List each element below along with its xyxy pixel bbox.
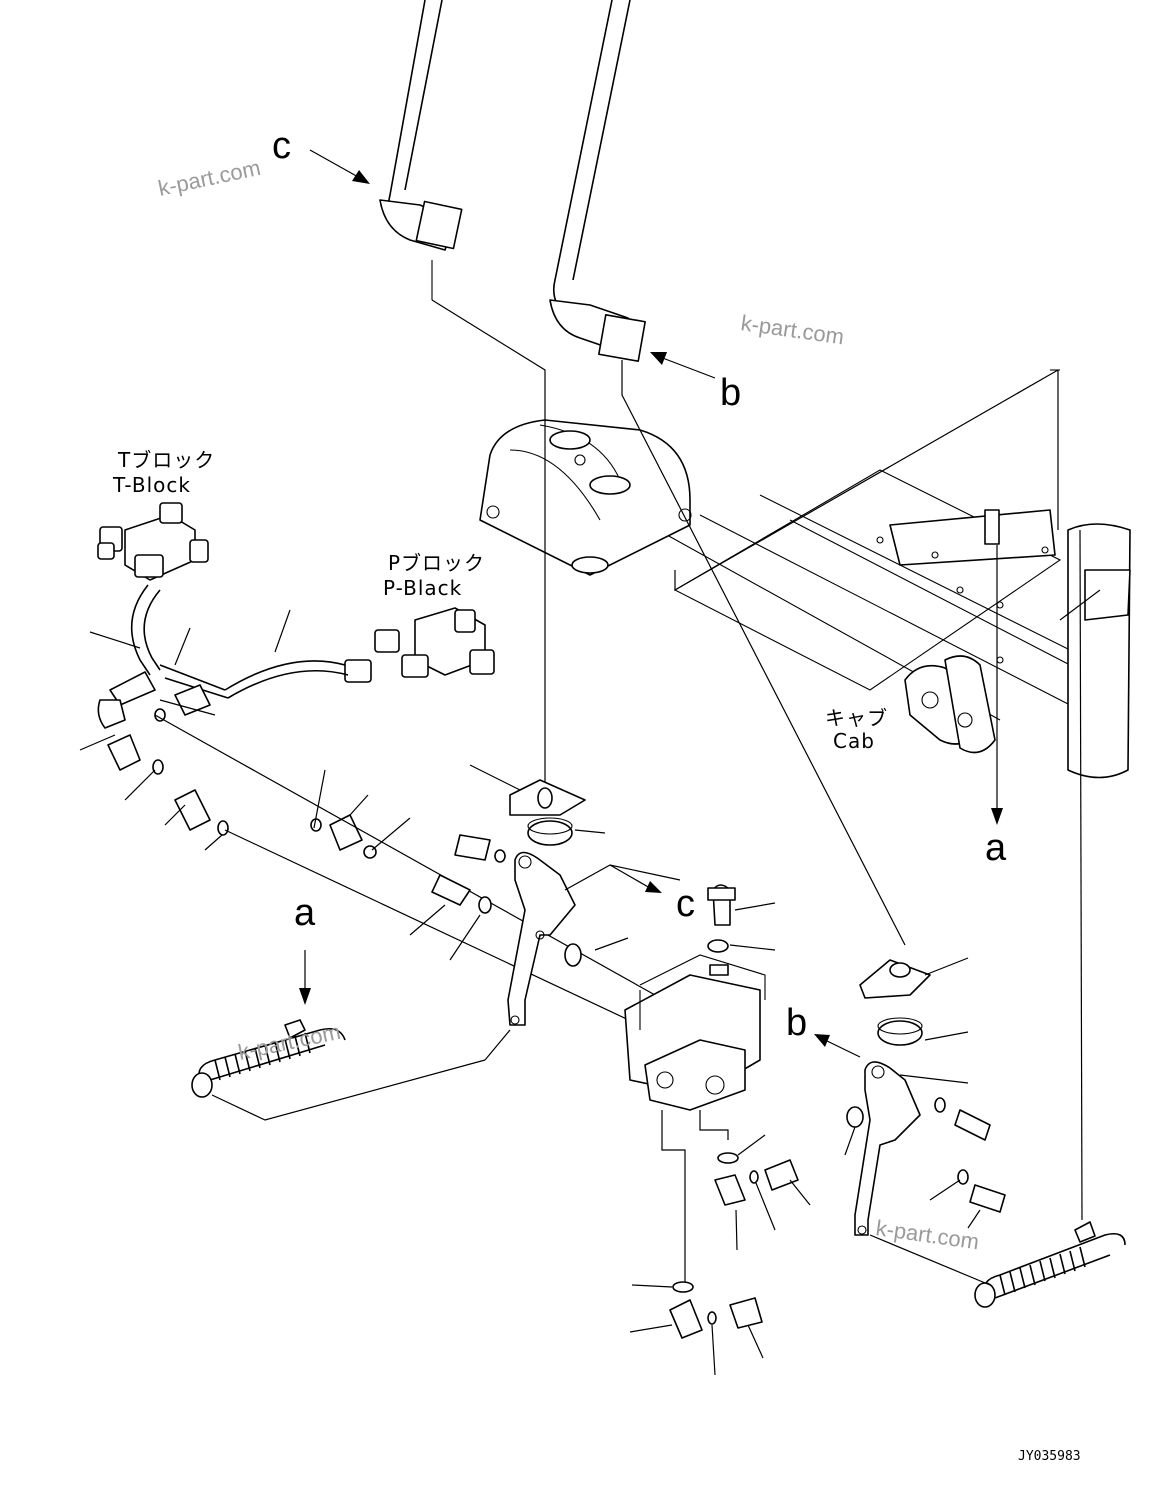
watermark-bottom-right: k-part.com [874, 1215, 980, 1254]
cab-label-jp: キャブ [825, 706, 888, 730]
t-block [97, 502, 209, 581]
t-block-label-jp: Tブロック [117, 448, 215, 472]
ref-label-b-mid: b [786, 1002, 807, 1044]
upper-tube-left [379, 0, 463, 300]
t-block-label-en: T-Block [112, 473, 191, 497]
ref-label-b-top: b [720, 372, 741, 414]
hose-assembly [97, 584, 377, 859]
p-block [344, 607, 495, 683]
upper-tube-right [549, 0, 646, 362]
cab-structure [639, 369, 1131, 779]
spring-right [869, 1221, 1126, 1308]
pedal-arm-center [507, 851, 576, 1026]
watermark-top-left: k-part.com [156, 155, 263, 201]
brake-valve [624, 954, 766, 1285]
p-block-label-en: P-Black [383, 576, 462, 600]
cab-label-en: Cab [833, 729, 875, 753]
ref-label-a-left: a [294, 892, 316, 934]
boot-right [877, 1020, 923, 1046]
pedal-arm-right [854, 1061, 921, 1236]
watermark-top-right: k-part.com [739, 310, 845, 349]
ref-label-a-right: a [985, 827, 1007, 869]
valve-cover [479, 419, 692, 576]
spring-left [191, 1019, 486, 1121]
boot-center [527, 820, 573, 846]
drawing-code: JY035983 [1018, 1449, 1081, 1464]
pedal-pad-right [859, 959, 931, 999]
ref-label-c-top: c [272, 125, 291, 167]
p-block-label-jp: Pブロック [388, 551, 485, 575]
ref-label-c-mid: c [676, 883, 695, 925]
